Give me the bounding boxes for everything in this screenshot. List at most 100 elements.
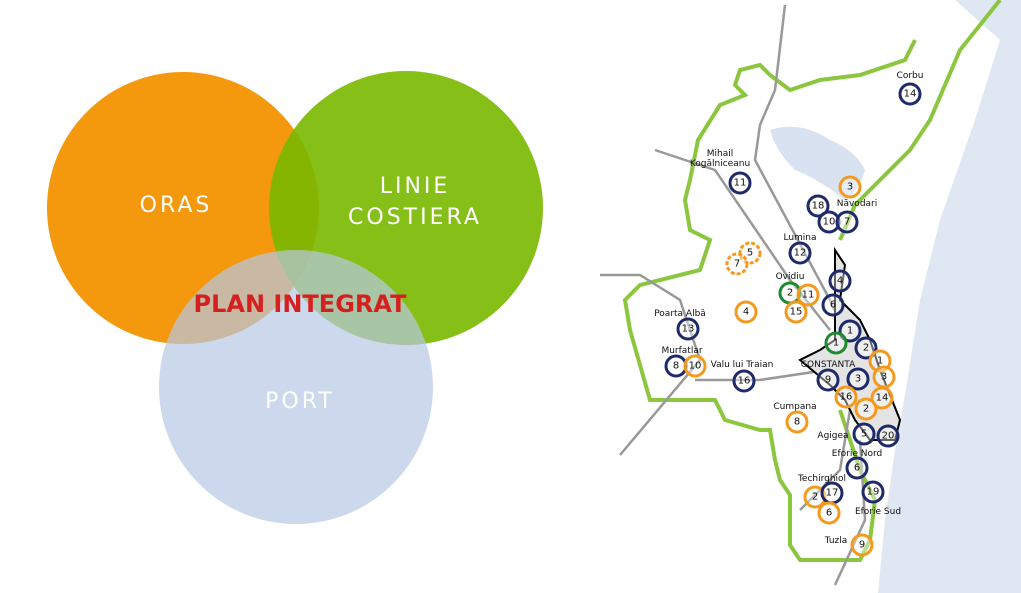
venn-label-linie: LINIE — [380, 174, 451, 199]
map-marker-navy: 13 — [676, 317, 700, 341]
marker-label: 9 — [859, 540, 865, 551]
marker-label: 6 — [854, 463, 860, 474]
marker-label: 4 — [743, 307, 749, 318]
map-marker-orange: 15 — [784, 300, 808, 324]
marker-label: 14 — [904, 89, 917, 100]
marker-circle — [876, 424, 900, 448]
marker-circle — [898, 82, 922, 106]
map-marker-navy: 16 — [732, 369, 756, 393]
marker-label: 2 — [787, 288, 793, 299]
marker-label: 12 — [794, 248, 807, 259]
map-marker-orange: 11 — [796, 283, 820, 307]
marker-label: 8 — [673, 361, 679, 372]
place-label: Lumina — [783, 233, 816, 243]
sea — [878, 0, 1021, 593]
marker-label: 1 — [847, 326, 853, 337]
map-marker-navy: 18 — [806, 194, 830, 218]
marker-circle — [806, 194, 830, 218]
marker-circle — [796, 283, 820, 307]
map-marker-navy: 10 — [817, 210, 841, 234]
place-label: Năvodari — [837, 199, 878, 209]
map-marker-navy: 12 — [788, 241, 812, 265]
marker-circle — [785, 410, 809, 434]
venn-label-port: PORT — [265, 389, 335, 414]
marker-label: 2 — [863, 343, 869, 354]
map-marker-navy: 17 — [820, 481, 844, 505]
marker-circle — [845, 456, 869, 480]
marker-circle — [828, 269, 852, 293]
marker-circle — [817, 501, 841, 525]
place-label: Kogălniceanu — [690, 159, 750, 169]
marker-circle — [852, 422, 876, 446]
marker-circle — [838, 175, 862, 199]
place-label: Mihail — [707, 149, 734, 159]
marker-circle — [728, 171, 752, 195]
place-label: Eforie Sud — [855, 507, 901, 517]
map-marker-orange: 3 — [838, 175, 862, 199]
place-label: Murfatlar — [661, 346, 702, 356]
map-marker-navy: 19 — [861, 480, 885, 504]
map-marker-navy: 20 — [876, 424, 900, 448]
marker-label: 2 — [812, 492, 818, 503]
marker-circle — [734, 300, 758, 324]
administrative-boundary — [622, 0, 1002, 562]
marker-circle — [817, 210, 841, 234]
marker-label: 1 — [877, 356, 883, 367]
marker-label: 5 — [747, 248, 753, 259]
marker-circle — [854, 397, 878, 421]
marker-label: 11 — [734, 178, 747, 189]
marker-label: 7 — [844, 217, 850, 228]
marker-label: 3 — [881, 372, 887, 383]
map-marker-orange: 14 — [870, 386, 894, 410]
marker-label: 4 — [837, 276, 843, 287]
marker-circle — [846, 367, 870, 391]
marker-circle — [676, 317, 700, 341]
marker-label: 14 — [876, 393, 889, 404]
venn-center-label: PLAN INTEGRAT — [194, 290, 408, 318]
marker-label: 7 — [734, 259, 740, 270]
marker-label: 5 — [861, 429, 867, 440]
marker-label: 10 — [823, 217, 836, 228]
marker-circle — [725, 252, 749, 276]
venn-label-oras: ORAS — [140, 193, 213, 218]
marker-label: 16 — [738, 376, 751, 387]
marker-label: 17 — [826, 488, 839, 499]
venn-label-costiera: COSTIERA — [348, 205, 482, 230]
place-label: Valu lui Traian — [711, 360, 774, 370]
map-marker-navy: 7 — [835, 210, 859, 234]
marker-label: 18 — [812, 201, 825, 212]
map-marker-orange: 9 — [850, 533, 874, 557]
marker-circle — [854, 336, 878, 360]
map-marker-navy: 6 — [821, 293, 845, 317]
marker-label: 11 — [802, 290, 815, 301]
map-marker-orange: 4 — [734, 300, 758, 324]
marker-label: 3 — [847, 182, 853, 193]
map-marker-orange: 10 — [683, 354, 707, 378]
venn-circle-port — [159, 250, 433, 524]
map-marker-navy: 8 — [664, 354, 688, 378]
marker-label: 8 — [794, 417, 800, 428]
map-marker-orange: 16 — [834, 385, 858, 409]
map-marker-orange: 6 — [817, 501, 841, 525]
marker-circle — [816, 368, 840, 392]
place-label: Poarta Albă — [654, 309, 706, 319]
place-label: Ovidiu — [776, 272, 805, 282]
marker-circle — [835, 210, 859, 234]
marker-label: 1 — [833, 338, 839, 349]
map-marker-navy: 9 — [816, 368, 840, 392]
map: CorbuMihailKogălniceanuNăvodariLuminaOvi… — [600, 0, 1021, 593]
marker-label: 9 — [825, 375, 831, 386]
map-marker-navy: 4 — [828, 269, 852, 293]
map-marker-orange: 3 — [872, 365, 896, 389]
marker-label: 2 — [863, 404, 869, 415]
marker-label: 6 — [830, 300, 836, 311]
venn-diagram: ORAS LINIE COSTIERA PORT PLAN INTEGRAT — [47, 71, 543, 524]
marker-label: 15 — [790, 307, 803, 318]
marker-label: 10 — [689, 361, 702, 372]
marker-circle — [732, 369, 756, 393]
map-marker-orange-dashed: 7 — [725, 252, 749, 276]
marker-circle — [834, 385, 858, 409]
marker-label: 16 — [840, 392, 853, 403]
map-marker-navy: 2 — [854, 336, 878, 360]
